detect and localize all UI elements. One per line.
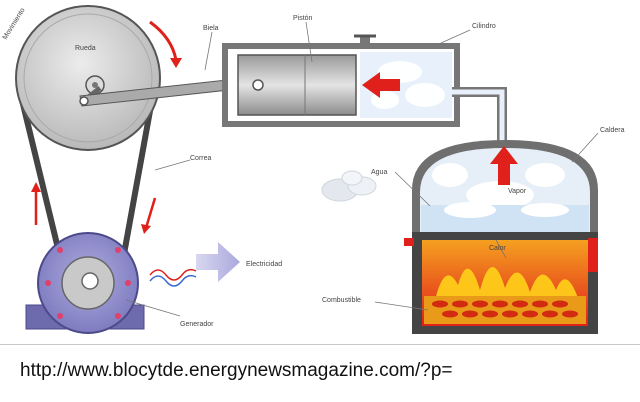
label-correa: Correa — [190, 155, 212, 162]
steam-puffs — [321, 170, 377, 202]
label-rueda: Rueda — [75, 45, 96, 52]
vapor-arrow — [490, 146, 518, 185]
label-biela: Biela — [203, 25, 219, 32]
label-generador: Generador — [180, 321, 214, 328]
generator — [25, 232, 197, 334]
steam-pipe — [452, 87, 507, 152]
label-movimiento: Movimiento — [2, 7, 27, 41]
label-electricidad: Electricidad — [246, 261, 282, 268]
label-piston: Pistón — [293, 15, 313, 22]
label-combustible: Combustible — [322, 297, 361, 304]
footer-divider — [0, 344, 640, 345]
source-url: http://www.blocytde.energynewsmagazine.c… — [20, 360, 453, 381]
movement-arrows — [31, 20, 182, 234]
steam-engine-diagram: Movimiento Rueda Biela Pistón Cilindro C… — [2, 5, 625, 334]
label-vapor: Vapor — [508, 188, 527, 195]
belt — [19, 99, 155, 266]
boiler — [412, 140, 598, 232]
electricity-arrow — [196, 242, 240, 282]
fuel-coals — [424, 296, 586, 324]
label-cilindro: Cilindro — [472, 23, 496, 30]
piston — [237, 54, 357, 116]
label-agua: Agua — [371, 169, 387, 176]
wheel — [15, 5, 161, 151]
piston-push-arrow — [362, 72, 400, 98]
leader-lines — [125, 21, 599, 317]
label-calor: Calor — [489, 245, 506, 252]
label-caldera: Caldera — [600, 127, 625, 134]
